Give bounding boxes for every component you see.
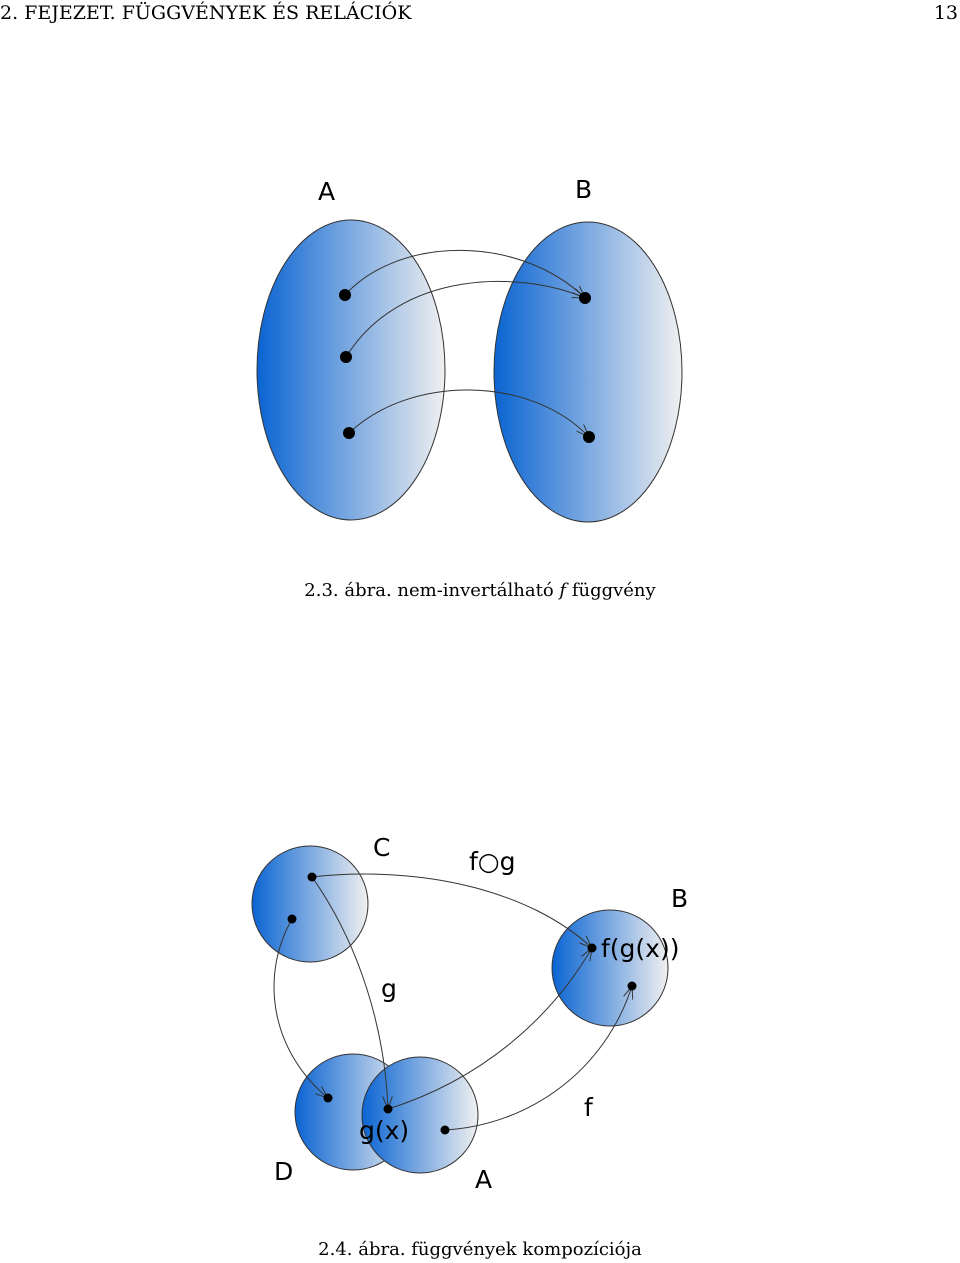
element-dot <box>323 1093 333 1103</box>
caption-suffix: függvény <box>571 580 656 601</box>
gx-label: g(x) <box>359 1116 409 1145</box>
set-b-ellipse <box>493 221 683 523</box>
caption-prefix: 2.3. ábra. nem-invertálható <box>304 580 554 601</box>
mapping-arrow-f <box>444 986 632 1131</box>
caption-symbol: f <box>559 580 567 601</box>
figure-function-composition: C f○g B f(g(x)) g f g(x) D A <box>251 833 688 1194</box>
figure-caption-2-4: 2.4. ábra. függvények kompozíciója <box>0 1239 960 1260</box>
mapping-arrow <box>344 249 585 298</box>
element-dot <box>343 427 355 439</box>
set-c-label: C <box>373 833 390 862</box>
chapter-title: 2. FEJEZET. FÜGGVÉNYEK ÉS RELÁCIÓK <box>0 2 412 24</box>
element-dot <box>627 981 637 991</box>
element-dot <box>307 872 317 882</box>
element-dot <box>440 1125 450 1135</box>
set-b-label: B <box>575 175 592 204</box>
mapping-arrow-gx <box>387 948 592 1110</box>
element-dot <box>287 914 297 924</box>
set-b-label: B <box>671 884 688 913</box>
mapping-arrow-g <box>311 876 388 1109</box>
element-dot <box>383 1104 393 1114</box>
element-dot <box>340 351 352 363</box>
composition-arrow-fog <box>311 873 592 948</box>
page-header: 2. FEJEZET. FÜGGVÉNYEK ÉS RELÁCIÓK 13 <box>0 0 960 28</box>
page-number: 13 <box>933 2 958 24</box>
set-a-circle <box>361 1056 479 1174</box>
set-a-label: A <box>475 1165 492 1194</box>
f-label: f <box>584 1093 594 1122</box>
figure-noninvertible-function: A B <box>256 175 683 523</box>
mapping-arrow <box>345 281 585 358</box>
mapping-arrow <box>348 389 589 437</box>
set-d-label: D <box>274 1157 293 1186</box>
set-a-ellipse <box>256 219 446 521</box>
g-label: g <box>381 974 397 1003</box>
element-dot <box>579 292 591 304</box>
mapping-arrow-d <box>273 918 328 1098</box>
element-dot <box>583 431 595 443</box>
composition-label: f○g <box>469 847 515 876</box>
set-a-label: A <box>318 177 335 206</box>
element-dot <box>587 943 597 953</box>
set-b-circle <box>551 909 669 1027</box>
caption-text: 2.4. ábra. függvények kompozíciója <box>318 1239 642 1260</box>
fgx-label: f(g(x)) <box>601 934 679 963</box>
figure-caption-2-3: 2.3. ábra. nem-invertálható f függvény <box>0 580 960 601</box>
element-dot <box>339 289 351 301</box>
